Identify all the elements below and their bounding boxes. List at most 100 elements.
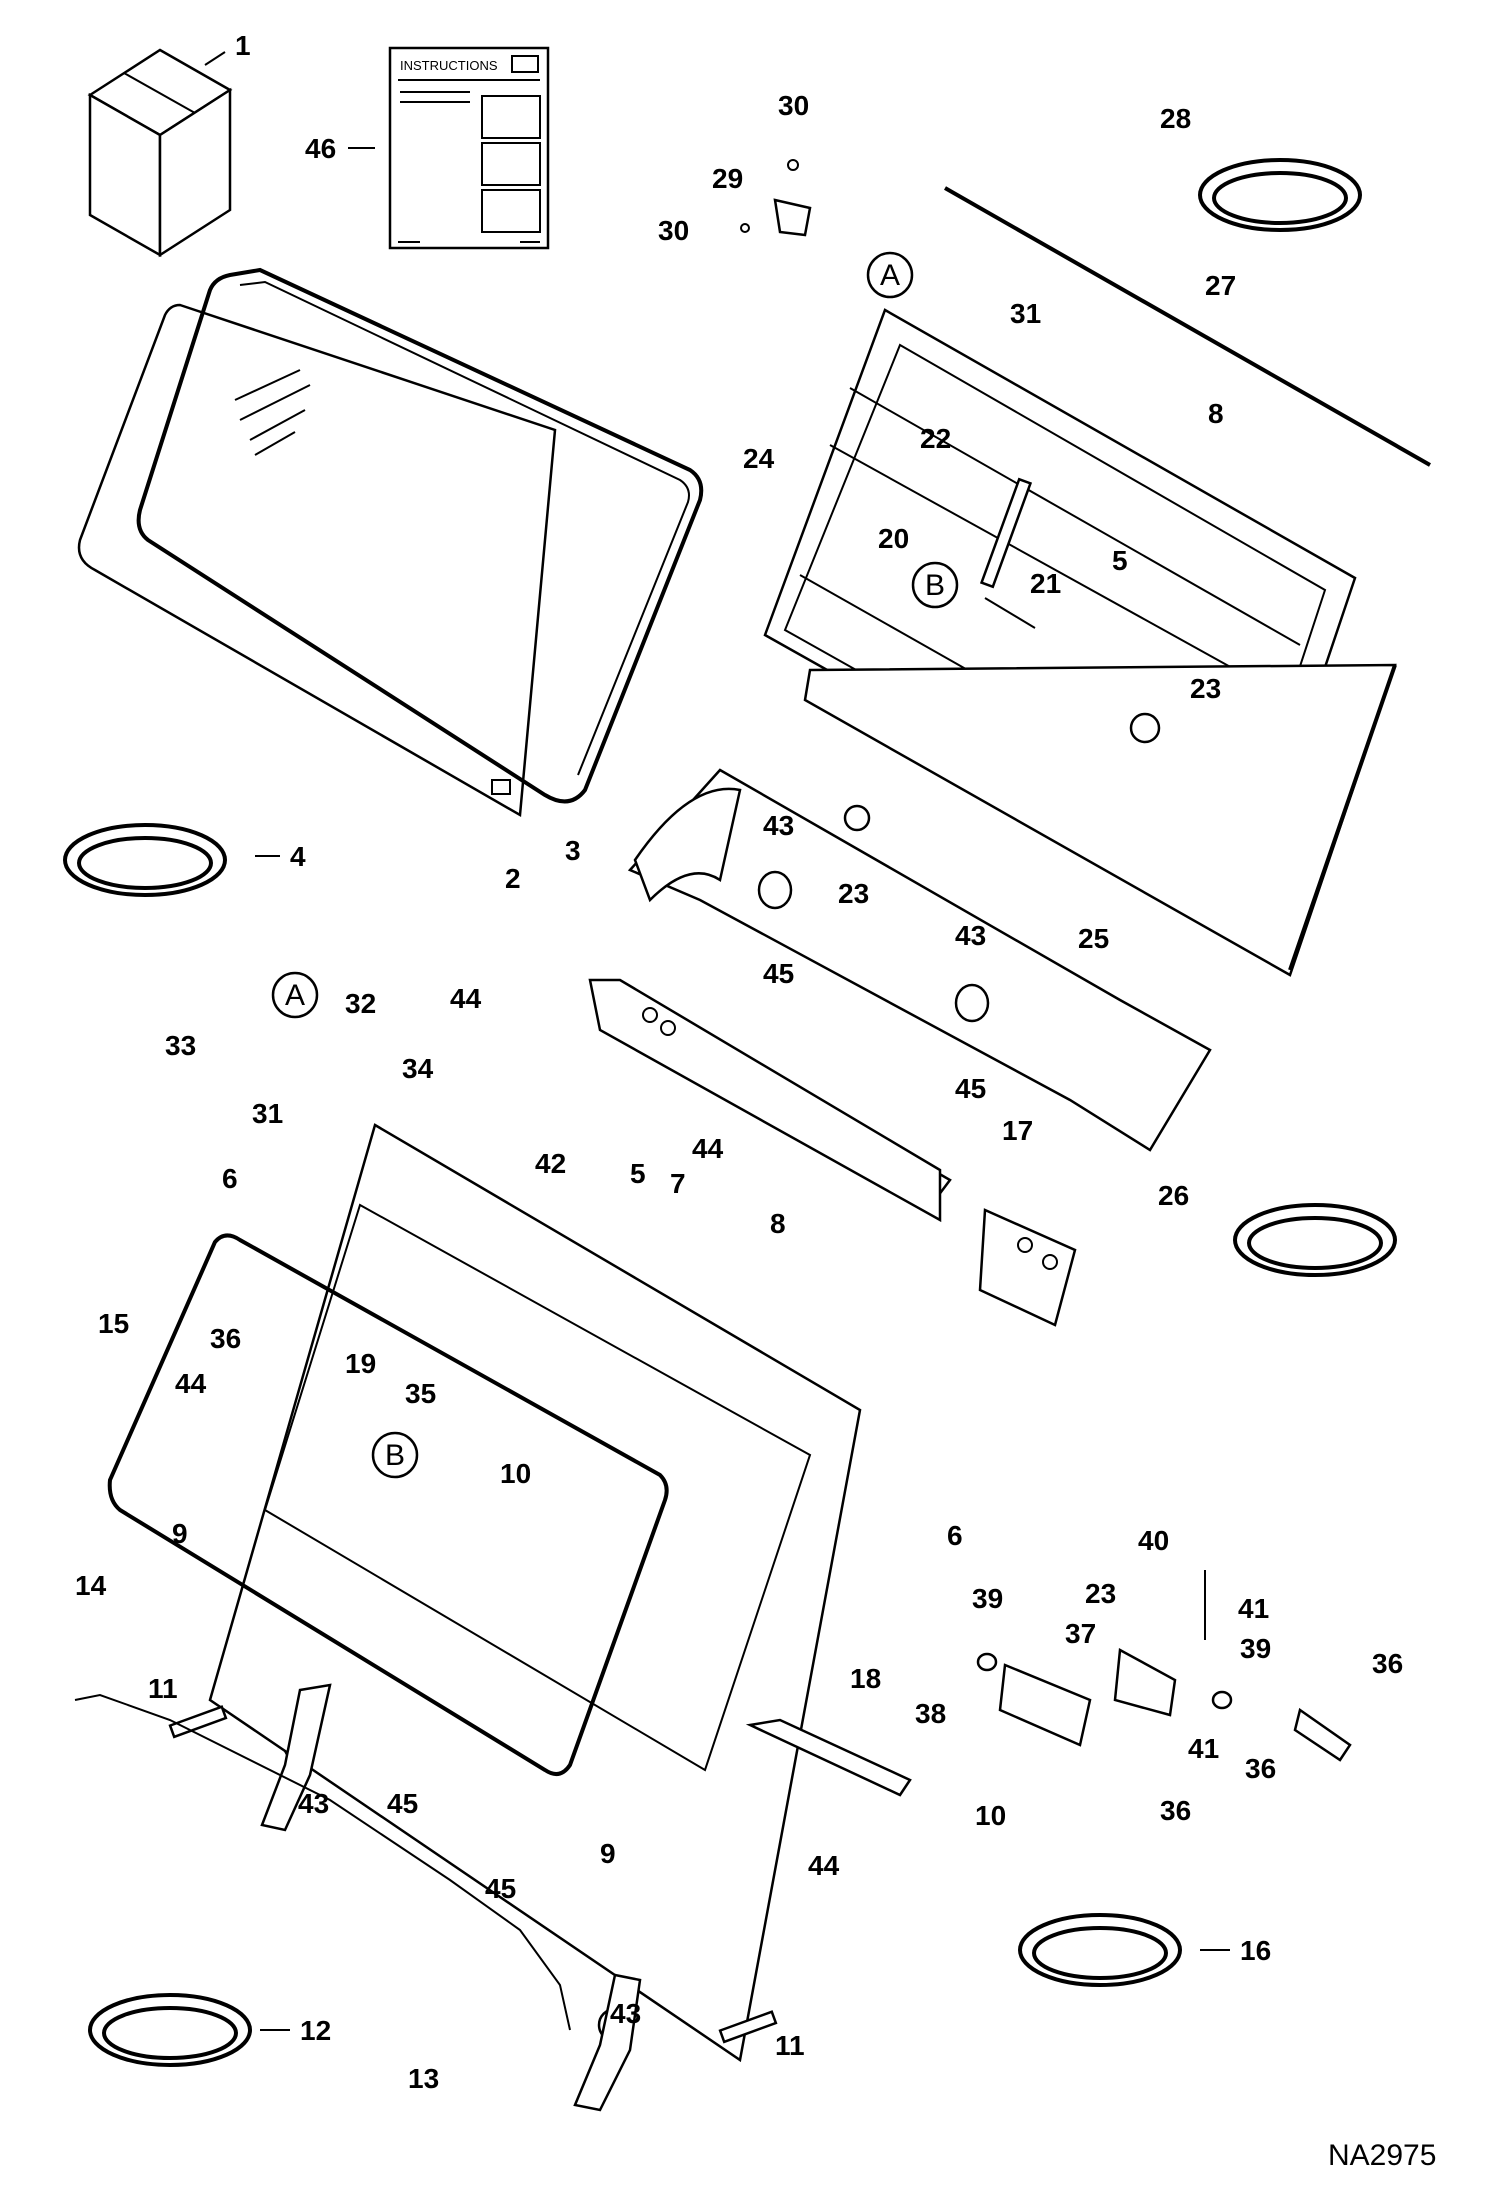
callout-32: 32 bbox=[345, 988, 376, 1019]
callout-36-d: 36 bbox=[1160, 1795, 1191, 1826]
callout-31-lower: 31 bbox=[252, 1098, 283, 1129]
callout-1: 1 bbox=[235, 30, 251, 61]
support-pipes bbox=[168, 1683, 778, 2112]
callout-17: 17 bbox=[1002, 1115, 1033, 1146]
callout-25: 25 bbox=[1078, 923, 1109, 954]
callout-24: 24 bbox=[743, 443, 775, 474]
callout-4: 4 bbox=[290, 841, 306, 872]
callout-labels: 1 46 30 29 30 28 27 31 8 24 22 20 21 5 2… bbox=[75, 30, 1403, 2094]
callout-36-c: 36 bbox=[1245, 1753, 1276, 1784]
seal-coil-28 bbox=[1198, 158, 1362, 232]
callout-5-top: 5 bbox=[1112, 545, 1128, 576]
callout-8-lower: 8 bbox=[770, 1208, 786, 1239]
callout-19: 19 bbox=[345, 1348, 376, 1379]
callout-21: 21 bbox=[1030, 568, 1061, 599]
callout-45-a: 45 bbox=[763, 958, 794, 989]
callout-33: 33 bbox=[165, 1030, 196, 1061]
callout-13: 13 bbox=[408, 2063, 439, 2094]
callout-3: 3 bbox=[565, 835, 581, 866]
reference-marker-a-upper: A bbox=[866, 251, 914, 299]
callout-43-b: 43 bbox=[955, 920, 986, 951]
callout-28: 28 bbox=[1160, 103, 1191, 134]
svg-text:A: A bbox=[285, 979, 305, 1012]
callout-46: 46 bbox=[305, 133, 336, 164]
reference-marker-b-lower: B bbox=[371, 1431, 419, 1479]
main-frame bbox=[208, 978, 1077, 2063]
callout-39-a: 39 bbox=[972, 1583, 1003, 1614]
callout-40: 40 bbox=[1138, 1525, 1169, 1556]
callout-44-b: 44 bbox=[692, 1133, 724, 1164]
gas-strut bbox=[979, 477, 1036, 629]
callout-2: 2 bbox=[505, 863, 521, 894]
callout-23-top: 23 bbox=[1190, 673, 1221, 704]
callout-27: 27 bbox=[1205, 270, 1236, 301]
latch-hardware bbox=[976, 1570, 1352, 1762]
door-latch bbox=[843, 712, 1161, 832]
seal-coil-12 bbox=[88, 1993, 252, 2067]
callout-35: 35 bbox=[405, 1378, 436, 1409]
callout-42: 42 bbox=[535, 1148, 566, 1179]
callout-41-b: 41 bbox=[1188, 1733, 1219, 1764]
callout-26: 26 bbox=[1158, 1180, 1189, 1211]
callout-8-top: 8 bbox=[1208, 398, 1224, 429]
rear-door-glass bbox=[803, 663, 1397, 977]
callout-30-side: 30 bbox=[658, 215, 689, 246]
callout-14: 14 bbox=[75, 1570, 107, 1601]
callout-36-b: 36 bbox=[1372, 1648, 1403, 1679]
callout-6-left: 6 bbox=[222, 1163, 238, 1194]
callout-45-d: 45 bbox=[485, 1873, 516, 1904]
callout-7: 7 bbox=[670, 1168, 686, 1199]
callout-18: 18 bbox=[850, 1663, 881, 1694]
callout-43-a: 43 bbox=[763, 810, 794, 841]
reference-marker-b-upper: B bbox=[911, 561, 959, 609]
callout-43-c: 43 bbox=[298, 1788, 329, 1819]
callout-11-a: 11 bbox=[148, 1673, 178, 1704]
hinge-bracket bbox=[740, 159, 812, 237]
callout-44-d: 44 bbox=[808, 1850, 840, 1881]
callout-37: 37 bbox=[1065, 1618, 1096, 1649]
callout-39-b: 39 bbox=[1240, 1633, 1271, 1664]
callout-16: 16 bbox=[1240, 1935, 1271, 1966]
callout-5-lower: 5 bbox=[630, 1158, 646, 1189]
callout-43-d: 43 bbox=[610, 1998, 641, 2029]
callout-38: 38 bbox=[915, 1698, 946, 1729]
callout-45-b: 45 bbox=[955, 1073, 986, 1104]
svg-text:A: A bbox=[880, 259, 900, 292]
callout-9-a: 9 bbox=[172, 1518, 188, 1549]
lower-bar bbox=[745, 1718, 912, 1797]
callout-41-a: 41 bbox=[1238, 1593, 1269, 1624]
callout-15: 15 bbox=[98, 1308, 129, 1339]
callout-10-a: 10 bbox=[500, 1458, 531, 1489]
callout-45-c: 45 bbox=[387, 1788, 418, 1819]
callout-11-b: 11 bbox=[775, 2030, 805, 2061]
parts-box bbox=[87, 48, 233, 258]
callout-20: 20 bbox=[878, 523, 909, 554]
callout-22: 22 bbox=[920, 423, 951, 454]
callout-31-top: 31 bbox=[1010, 298, 1041, 329]
svg-text:B: B bbox=[925, 569, 945, 602]
callout-23-mid: 23 bbox=[838, 878, 869, 909]
window-glass-assembly bbox=[77, 267, 704, 818]
callout-34: 34 bbox=[402, 1053, 434, 1084]
callout-36-a: 36 bbox=[210, 1323, 241, 1354]
callout-29: 29 bbox=[712, 163, 743, 194]
seal-coil-26 bbox=[1233, 1203, 1397, 1277]
instructions-label: INSTRUCTIONS bbox=[400, 58, 498, 73]
instructions-sheet: INSTRUCTIONS bbox=[388, 46, 550, 250]
lower-bracket bbox=[74, 1693, 571, 2031]
seal-coil-4 bbox=[63, 823, 227, 897]
callout-10-b: 10 bbox=[975, 1800, 1006, 1831]
seal-coil-16 bbox=[1018, 1913, 1182, 1987]
reference-marker-a-lower: A bbox=[271, 971, 319, 1019]
callout-44-a: 44 bbox=[450, 983, 482, 1014]
callout-9-b: 9 bbox=[600, 1838, 616, 1869]
callout-23-lower: 23 bbox=[1085, 1578, 1116, 1609]
support-rod bbox=[944, 186, 1431, 467]
callout-44-c: 44 bbox=[175, 1368, 207, 1399]
door-seal bbox=[107, 1233, 669, 1776]
callout-30-top: 30 bbox=[778, 90, 809, 121]
svg-text:B: B bbox=[385, 1439, 405, 1472]
callout-6-right: 6 bbox=[947, 1520, 963, 1551]
callout-12: 12 bbox=[300, 2015, 331, 2046]
